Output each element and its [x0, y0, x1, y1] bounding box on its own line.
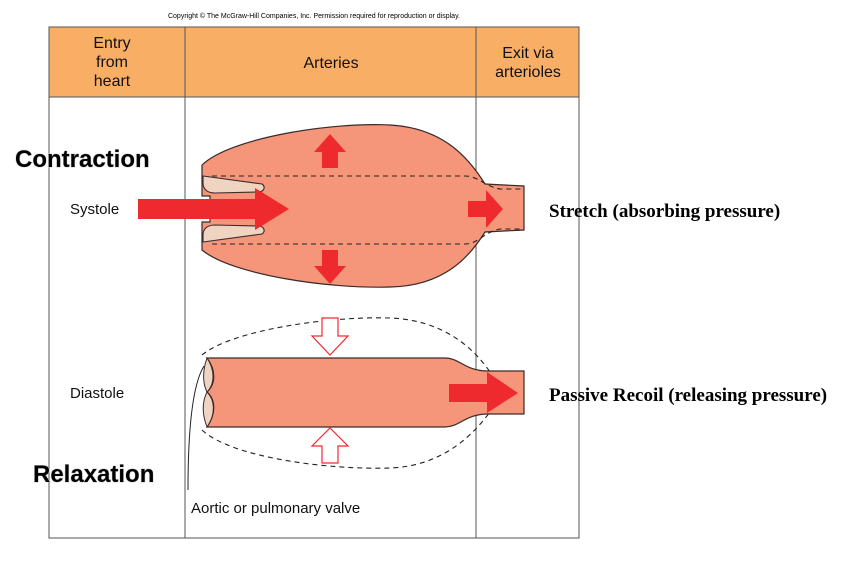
diastole-artery-group — [187, 317, 525, 491]
systole-outflow-arrow — [468, 190, 503, 228]
header-arteries: Arteries — [303, 55, 358, 72]
systole-inflow-arrow — [138, 188, 289, 230]
copyright-notice: Copyright © The McGraw-Hill Companies, I… — [168, 12, 460, 20]
table-header-band — [49, 27, 579, 97]
systole-valve-leaflet-top — [202, 175, 265, 194]
systole-valve-leaflet-bottom — [202, 224, 265, 243]
header-exit-line-1: Exit via — [502, 45, 554, 62]
valve-label: Aortic or pulmonary valve — [191, 500, 360, 517]
systole-artery-wall — [201, 124, 525, 288]
systole-artery-group — [138, 124, 525, 288]
header-exit-line-2: arterioles — [495, 64, 561, 81]
header-entry-line-3: heart — [94, 73, 131, 90]
diastole-outflow-arrow — [449, 372, 518, 413]
diastole-stretched-outline — [201, 317, 524, 469]
header-entry-line-1: Entry — [93, 35, 130, 52]
relaxation-label: Relaxation — [33, 461, 154, 488]
valve-leader-line — [187, 365, 205, 491]
diastole-label: Diastole — [70, 385, 124, 402]
systole-label: Systole — [70, 201, 119, 218]
diastole-recoil-down-arrow — [310, 317, 350, 356]
diastole-valve-leaflet-bottom — [202, 391, 214, 429]
stretch-caption: Stretch (absorbing pressure) — [549, 201, 780, 222]
systole-resting-outline — [212, 175, 524, 245]
systole-expand-down-arrow — [314, 250, 346, 284]
diastole-recoil-up-arrow — [310, 427, 350, 464]
recoil-caption: Passive Recoil (releasing pressure) — [549, 385, 827, 406]
contraction-label: Contraction — [15, 146, 150, 173]
systole-expand-up-arrow — [314, 134, 346, 168]
header-entry-line-2: from — [96, 54, 128, 71]
table-border — [48, 26, 580, 539]
